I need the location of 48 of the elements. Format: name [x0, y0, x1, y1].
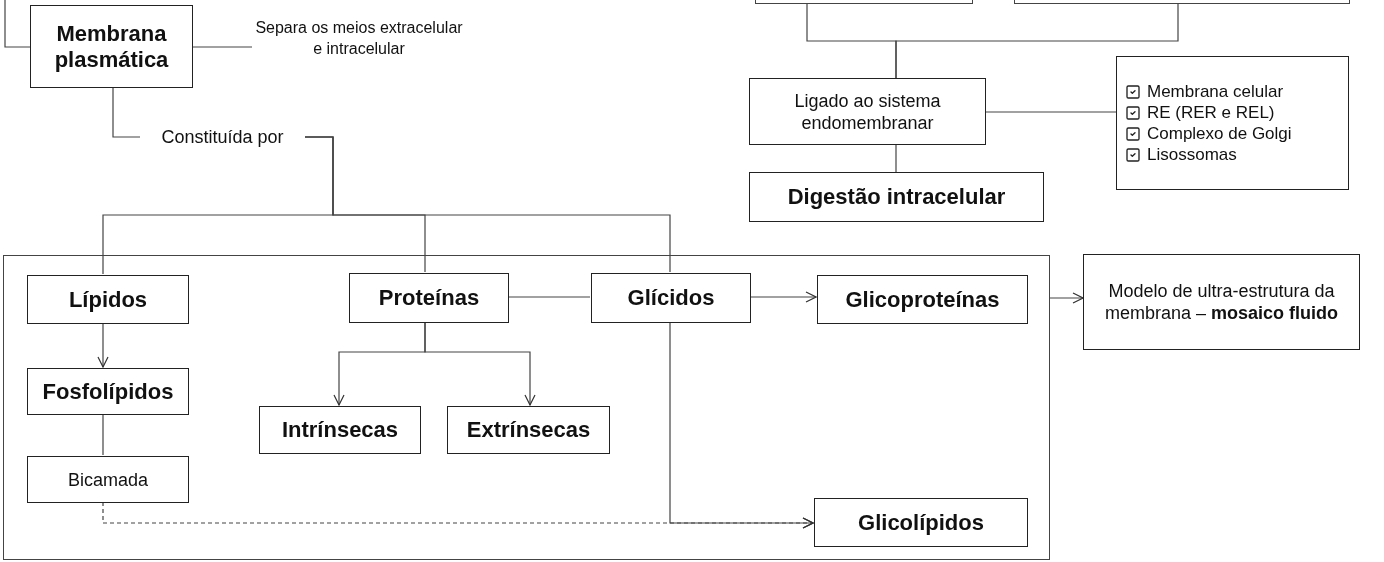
connector-line [424, 321, 536, 406]
connector-line [112, 87, 141, 138]
connector-line [895, 3, 1179, 79]
concept-box [30, 5, 193, 88]
node-label: Bicamada [67, 468, 148, 491]
list-item: Membrana celular [1147, 81, 1284, 102]
node-label: Glicolípidos [858, 509, 984, 536]
node-label: Glícidos [627, 285, 715, 311]
concept-box [447, 406, 610, 454]
concept-box [817, 275, 1028, 324]
node-label: Glicoproteínas [845, 286, 1000, 313]
connector-line [304, 136, 671, 273]
list-item: Lisossomas [1147, 144, 1237, 165]
node-label: Extrínsecas [466, 417, 591, 443]
node-label: Digestão intracelular [787, 184, 1006, 210]
concept-box [349, 273, 509, 323]
concept-box [27, 368, 189, 415]
concept-box [27, 456, 189, 503]
node-label: Ligado ao sistema endomembranar [793, 89, 942, 134]
concept-box [814, 498, 1028, 547]
concept-box [749, 78, 986, 145]
annotation-text: Separa os meios extracelular e intracelular [254, 18, 464, 59]
connector-line [1049, 292, 1084, 304]
concept-box [27, 275, 189, 324]
node-label: Fosfolípidos [42, 378, 174, 405]
concept-box [259, 406, 421, 454]
group-frame [3, 255, 1050, 560]
connector-line [192, 46, 253, 48]
list-item: Complexo de Golgi [1147, 123, 1292, 144]
node-label: Intrínsecas [281, 417, 399, 443]
concept-box [1083, 254, 1360, 350]
node-label: Modelo de ultra-estrutura da membrana – mosaico fluido [1103, 280, 1340, 324]
connector-line [985, 111, 1117, 113]
concept-box [749, 172, 1044, 222]
annotation-text: Constituída por [161, 126, 284, 148]
connector-line [669, 321, 814, 529]
connector-line [97, 322, 109, 368]
node-label: Lípidos [68, 286, 148, 313]
checklist-box [1116, 56, 1349, 190]
connector-line [102, 413, 104, 456]
list-item: RE (RER e REL) [1147, 102, 1275, 123]
connector-line [895, 144, 897, 173]
connector-line [749, 291, 817, 303]
connector-line [4, 0, 31, 48]
node-label: Membrana plasmática [53, 20, 170, 73]
node-label: Proteínas [378, 285, 480, 311]
concept-box [591, 273, 751, 323]
connector-line [507, 296, 591, 298]
